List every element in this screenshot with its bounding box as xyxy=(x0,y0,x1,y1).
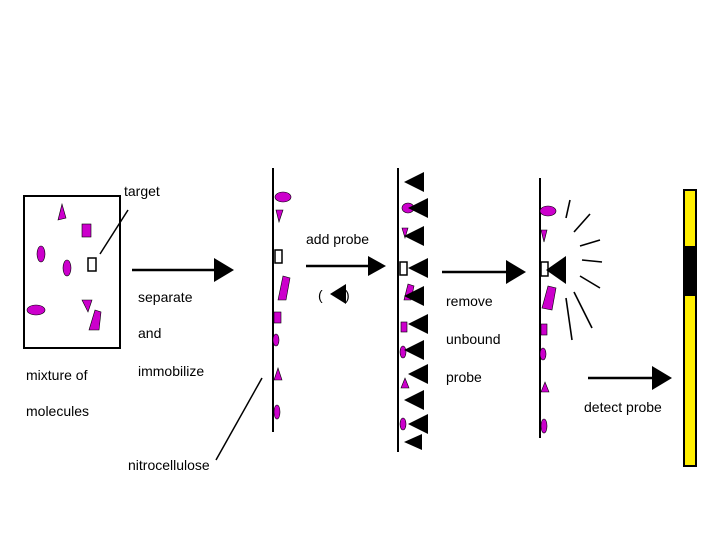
molecule-wedge xyxy=(278,276,290,300)
target-molecule xyxy=(275,250,282,263)
arrow-separate xyxy=(132,258,234,282)
molecule-triangle xyxy=(82,300,92,312)
separate-label-line2: and xyxy=(138,325,161,341)
probe-icon xyxy=(404,434,422,450)
washed-molecules xyxy=(540,206,556,433)
molecule-oval xyxy=(540,348,546,360)
target-pointer-line xyxy=(100,210,128,254)
molecule-oval xyxy=(540,206,556,216)
target-molecule xyxy=(88,258,96,271)
molecule-oval xyxy=(273,334,279,346)
target-label: target xyxy=(124,183,160,199)
molecule-oval xyxy=(541,419,547,433)
molecule-wedge xyxy=(89,310,101,330)
target-molecule xyxy=(400,262,407,275)
molecule-wedge xyxy=(542,286,556,310)
probe-icon xyxy=(404,340,424,360)
molecule-oval xyxy=(37,246,45,262)
result-band xyxy=(685,246,695,296)
target-molecule xyxy=(541,262,548,276)
molecule-triangle xyxy=(276,210,283,222)
nitrocellulose-label: nitrocellulose xyxy=(128,457,210,473)
molecule-oval xyxy=(400,418,406,430)
molecule-oval xyxy=(275,192,291,202)
probe-column xyxy=(404,172,428,450)
probe-icon xyxy=(408,258,428,278)
molecule-triangle xyxy=(541,382,549,392)
probe-icon xyxy=(408,314,428,334)
mixture-label-line2: molecules xyxy=(26,403,89,419)
remove-label-line1: remove xyxy=(446,293,493,309)
molecule-square xyxy=(274,312,281,323)
molecule-oval xyxy=(400,346,406,358)
molecule-square xyxy=(401,322,407,332)
probe-icon xyxy=(404,390,424,410)
mixture-box xyxy=(24,196,120,348)
bound-probe-icon xyxy=(546,256,566,284)
probe-icon xyxy=(408,198,428,218)
result-strip xyxy=(684,190,696,466)
molecule-oval xyxy=(63,260,71,276)
separate-label-line3: immobilize xyxy=(138,363,204,379)
probe-paren-close: ) xyxy=(345,287,350,303)
molecule-oval xyxy=(27,305,45,315)
molecule-oval xyxy=(274,405,280,419)
molecule-triangle xyxy=(401,378,409,388)
probe-icon xyxy=(408,414,428,434)
mixture-label-line1: mixture of xyxy=(26,367,88,383)
detect-probe-label: detect probe xyxy=(584,399,662,415)
remove-label-line2: unbound xyxy=(446,331,501,347)
separate-label-line1: separate xyxy=(138,289,193,305)
nitrocellulose-pointer-line xyxy=(216,378,262,460)
molecule-triangle xyxy=(58,204,66,220)
add-probe-label: add probe xyxy=(306,231,369,247)
probe-paren-open: ( xyxy=(318,287,323,303)
remove-label-line3: probe xyxy=(446,369,482,385)
signal-burst-icon xyxy=(566,200,602,340)
probe-icon xyxy=(404,172,424,192)
membrane-molecules xyxy=(273,192,291,419)
molecule-triangle xyxy=(541,230,547,242)
molecule-square xyxy=(541,324,547,335)
molecule-square xyxy=(82,224,91,237)
arrow-remove xyxy=(442,260,526,284)
arrow-detect xyxy=(588,366,672,390)
arrow-add-probe xyxy=(306,256,386,276)
probe-icon xyxy=(330,284,346,304)
molecule-triangle xyxy=(274,368,282,380)
probe-icon xyxy=(408,364,428,384)
